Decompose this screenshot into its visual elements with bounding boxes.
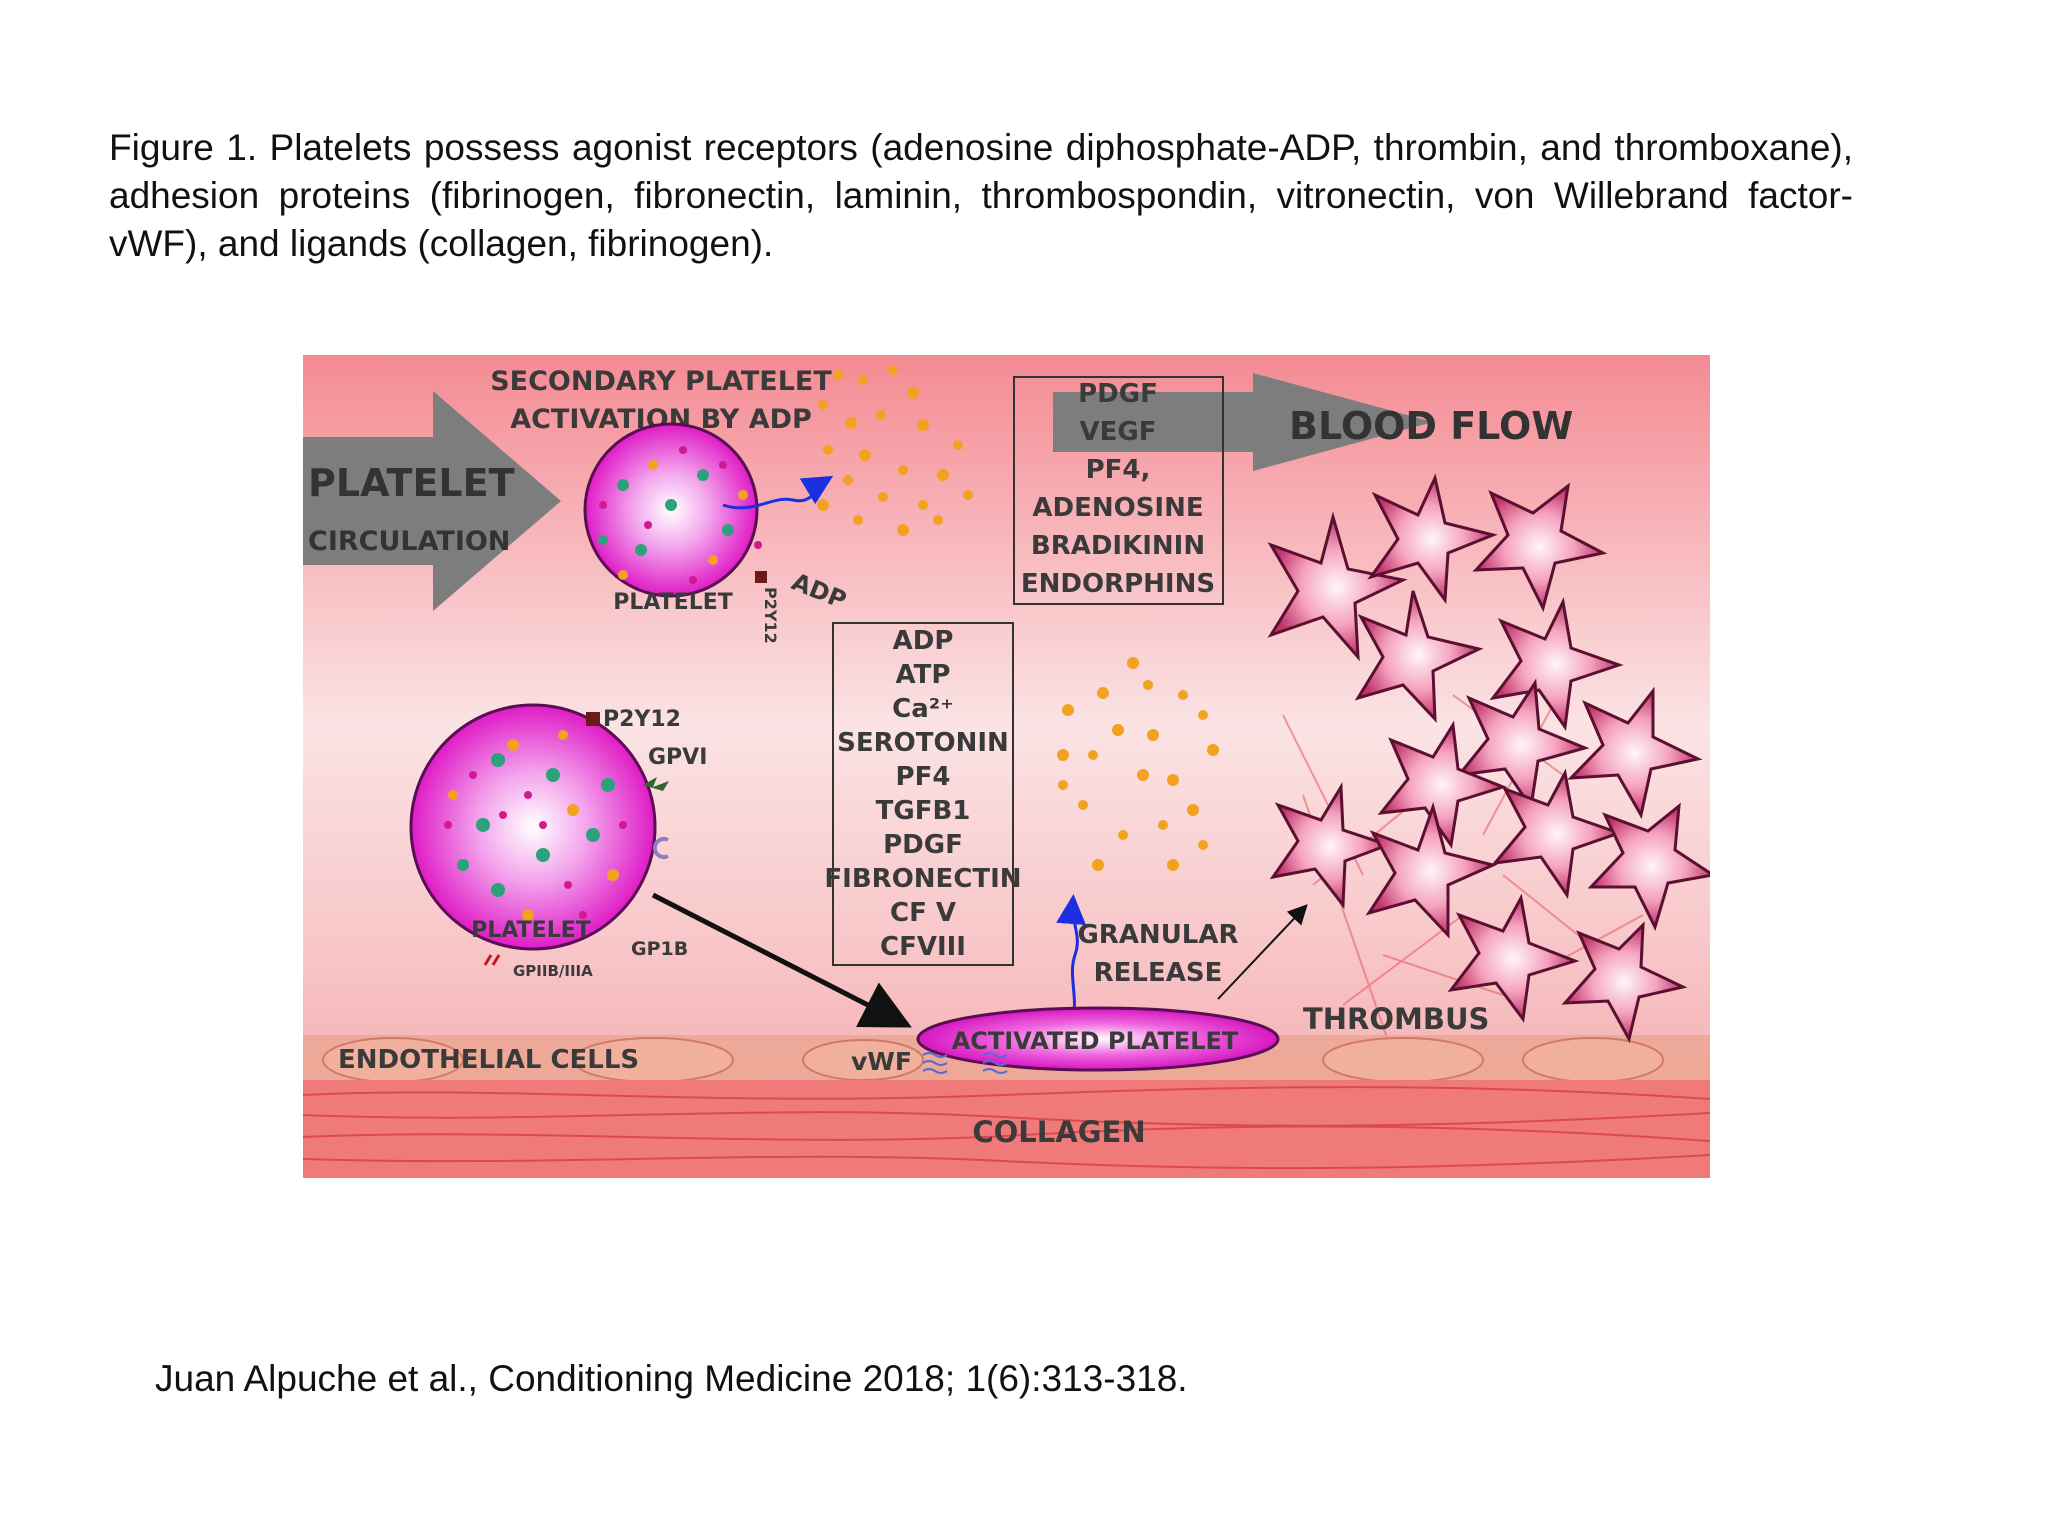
svg-text:Ca²⁺: Ca²⁺ — [892, 694, 954, 724]
p2y12-receptor-top — [755, 571, 767, 583]
secondary-activation-label-1: SECONDARY PLATELET — [490, 366, 832, 397]
figure-citation: Juan Alpuche et al., Conditioning Medici… — [155, 1358, 1188, 1399]
platelet-top-granules — [598, 446, 762, 584]
blood-flow-arrow — [1053, 373, 1433, 471]
gp1b-label: GP1B — [631, 938, 688, 960]
svg-text:VEGF: VEGF — [1080, 417, 1157, 447]
vwf-label: vWF — [851, 1047, 912, 1076]
thrombus-star — [1269, 782, 1393, 910]
blood-flow-label: BLOOD FLOW — [1289, 404, 1573, 448]
activated-platelet: ACTIVATED PLATELET — [916, 1006, 1280, 1072]
thrombus-label: THROMBUS — [1303, 1002, 1489, 1036]
thrombus-star — [1561, 921, 1688, 1044]
granular-release-arrow — [1056, 894, 1087, 1021]
p2y12-label: P2Y12 — [603, 707, 681, 732]
p2y12-vertical-label: P2Y12 — [761, 587, 780, 644]
granular-label-1: GRANULAR — [1077, 920, 1238, 950]
platelet-bottom-granules — [444, 730, 627, 921]
thrombus-star — [1489, 597, 1624, 732]
svg-text:ADENOSINE: ADENOSINE — [1032, 493, 1203, 523]
adp-granules-top — [817, 365, 973, 536]
svg-text:CF V: CF V — [890, 898, 956, 928]
gpvi-receptor — [643, 777, 669, 791]
growth-factor-list: PDGF VEGF PF4, ADENOSINE BRADIKININ ENDO… — [1021, 379, 1215, 599]
platelet-bottom-label: PLATELET — [471, 918, 591, 943]
gpvi-label: GPVI — [648, 745, 707, 770]
platelet-top-label: PLATELET — [613, 590, 733, 615]
thrombus-star — [1447, 893, 1580, 1023]
thrombus-star — [1365, 801, 1498, 939]
svg-text:TGFB1: TGFB1 — [876, 796, 971, 826]
thrombus-star — [1587, 802, 1710, 932]
thrombus-aggregate — [1267, 473, 1710, 1044]
svg-text:PDGF: PDGF — [1078, 379, 1158, 409]
collagen-label: COLLAGEN — [972, 1115, 1145, 1149]
platelet-bottom: PLATELET — [409, 703, 657, 951]
circulation-arrow — [303, 391, 561, 611]
adhesion-arrow — [651, 892, 912, 1028]
growth-factor-box — [1013, 376, 1224, 605]
thrombus-star — [1567, 686, 1703, 820]
gp1b-receptor — [652, 837, 669, 859]
svg-text:ENDORPHINS: ENDORPHINS — [1021, 569, 1215, 599]
activated-platelet-label: ACTIVATED PLATELET — [952, 1027, 1239, 1055]
gpiib-receptor — [483, 954, 501, 966]
svg-text:FIBRONECTIN: FIBRONECTIN — [824, 864, 1021, 894]
circulation-label-1: PLATELET — [308, 461, 515, 505]
thrombus-star — [1354, 590, 1484, 723]
svg-text:PF4: PF4 — [896, 762, 951, 792]
vwf-fibers — [922, 1052, 1008, 1074]
granular-label-2: RELEASE — [1094, 958, 1223, 988]
granule-content-list: ADP ATP Ca²⁺ SEROTONIN PF4 TGFB1 PDGF FI… — [824, 626, 1021, 962]
collagen-layer — [303, 1080, 1710, 1178]
circulation-label-2: CIRCULATION — [308, 526, 510, 557]
thrombus-star — [1455, 678, 1590, 811]
svg-text:PDGF: PDGF — [883, 830, 963, 860]
platelet-top: PLATELET — [583, 422, 762, 615]
svg-text:CFVIII: CFVIII — [880, 932, 966, 962]
svg-text:PF4,: PF4, — [1086, 455, 1151, 485]
blue-secretion-arrow — [722, 475, 834, 510]
svg-text:BRADIKININ: BRADIKININ — [1031, 531, 1205, 561]
granule-content-box — [832, 622, 1014, 966]
gpiib-label: GPIIB/IIIA — [513, 962, 593, 980]
figure-caption: Figure 1. Platelets possess agonist rece… — [109, 127, 1853, 264]
platelet-activation-diagram: SECONDARY PLATELET ACTIVATION BY ADP PLA… — [303, 355, 1710, 1178]
thrombus-star — [1267, 511, 1408, 662]
thrombus-star — [1472, 482, 1608, 613]
thrombus-star — [1377, 720, 1508, 849]
svg-text:SEROTONIN: SEROTONIN — [837, 728, 1009, 758]
released-granules — [1057, 657, 1219, 871]
p2y12-receptor-bottom — [586, 712, 600, 726]
thrombus-star — [1367, 473, 1498, 605]
thrombus-star — [1491, 768, 1624, 900]
svg-text:ATP: ATP — [896, 660, 951, 690]
endothelial-label: ENDOTHELIAL CELLS — [338, 1045, 639, 1075]
thrombus-arrow — [1217, 904, 1308, 1000]
svg-text:ADP: ADP — [893, 626, 954, 656]
